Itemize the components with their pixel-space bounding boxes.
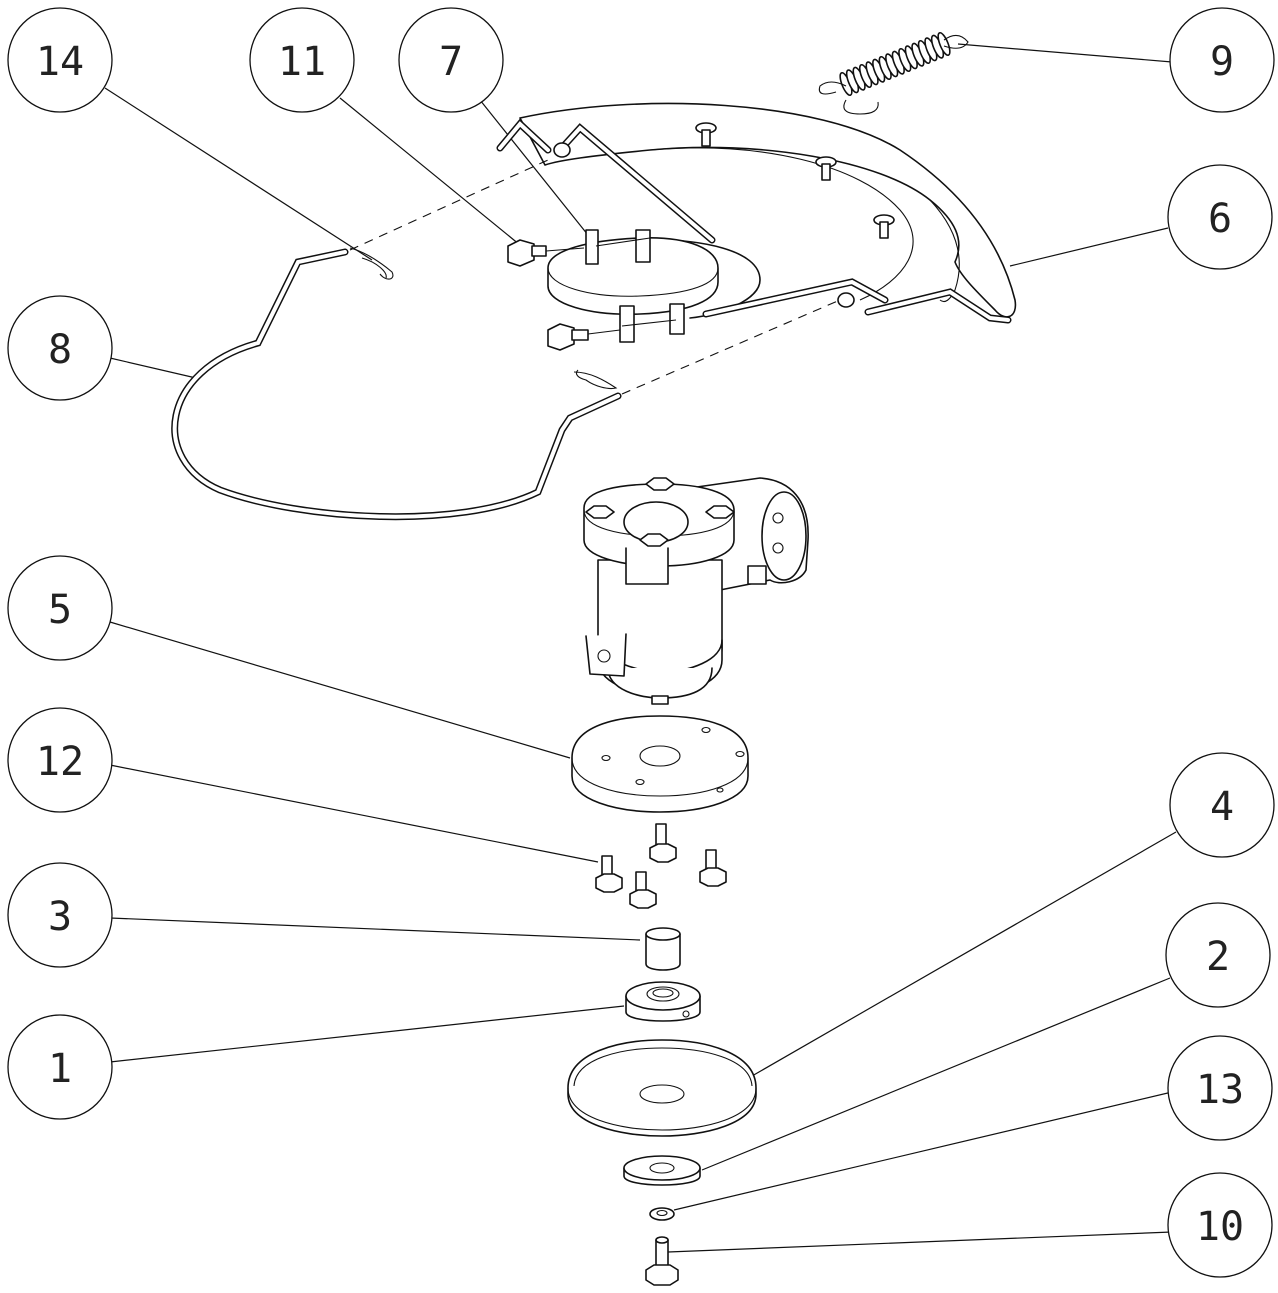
callout-7: 7: [398, 7, 504, 113]
callout-1: 1: [7, 1014, 113, 1120]
callout-14: 14: [7, 7, 113, 113]
svg-text:3: 3: [48, 894, 72, 940]
callout-9: 9: [1169, 7, 1275, 113]
callout-5: 5: [7, 555, 113, 661]
flange-bolt-part-11: [507, 239, 585, 267]
svg-text:9: 9: [1210, 39, 1234, 85]
callout-6: 6: [1167, 164, 1273, 270]
rivet: [873, 214, 895, 239]
flange-bolt: [645, 477, 675, 491]
mount-plate-part-5: [571, 715, 749, 813]
bolt-part-10: [645, 1236, 679, 1286]
callout-3: 3: [7, 862, 113, 968]
gearbox-housing: [583, 477, 809, 705]
callout-2: 2: [1165, 902, 1271, 1008]
svg-text:8: 8: [48, 327, 72, 373]
blade-disc-part-4: [567, 1039, 757, 1137]
cap-screw: [699, 849, 727, 887]
lock-washer-part-13: [649, 1207, 675, 1221]
clamp-band-part-7: [547, 229, 719, 343]
hub-part-1: [625, 981, 701, 1022]
callout-8: 8: [7, 295, 113, 401]
rivet: [815, 156, 837, 181]
cap-screw: [649, 823, 677, 863]
leader-lines: [104, 43, 1177, 1253]
svg-text:6: 6: [1208, 196, 1232, 242]
flange-bolt: [639, 533, 669, 547]
callout-balloons: 14 11 7 9 6 8 5 12 3 1 4 2 13 10: [7, 7, 1275, 1278]
svg-text:14: 14: [36, 39, 84, 85]
flange-bolt-part-11: [547, 323, 621, 351]
washer-part-2: [623, 1155, 701, 1186]
svg-text:5: 5: [48, 587, 72, 633]
svg-text:4: 4: [1210, 784, 1234, 830]
spring-coil: [937, 31, 951, 57]
hitch-pin-part-14: [349, 247, 394, 280]
svg-text:12: 12: [36, 739, 84, 785]
cap-screw: [629, 871, 657, 909]
spring-part-9: [818, 31, 969, 115]
svg-text:2: 2: [1206, 934, 1230, 980]
flange-bolt: [585, 505, 615, 519]
cap-screws-part-12: [595, 823, 727, 909]
svg-text:1: 1: [48, 1046, 72, 1092]
callout-12: 12: [7, 707, 113, 813]
svg-text:13: 13: [1196, 1067, 1244, 1113]
callout-10: 10: [1167, 1172, 1273, 1278]
callout-4: 4: [1169, 752, 1275, 858]
hitch-pin-part-14: [573, 369, 618, 390]
callout-11: 11: [249, 7, 355, 113]
cap-screw: [595, 855, 623, 893]
flange-bolt: [705, 505, 735, 519]
rivet: [695, 122, 717, 147]
svg-text:11: 11: [278, 39, 326, 85]
svg-text:10: 10: [1196, 1204, 1244, 1250]
spacer-part-3: [645, 927, 681, 971]
callout-13: 13: [1167, 1035, 1273, 1141]
assembly-dashed-lines: [349, 159, 841, 395]
bail-rod-part-8: [171, 118, 1012, 521]
svg-text:7: 7: [439, 39, 463, 85]
